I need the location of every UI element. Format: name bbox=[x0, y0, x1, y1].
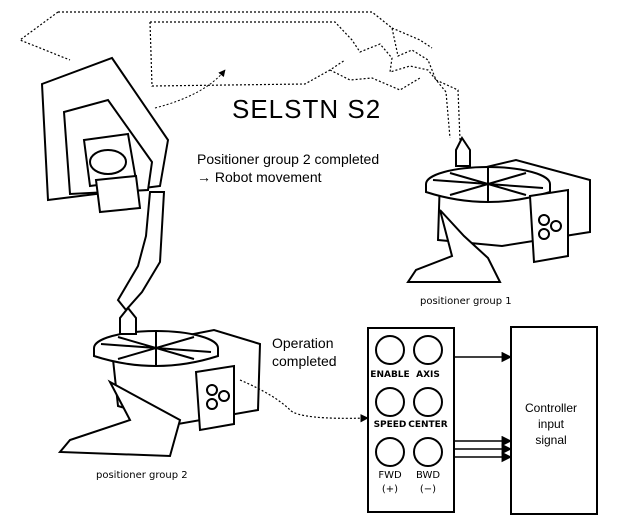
group2-note: Positioner group 2 completed → Robot mov… bbox=[197, 150, 379, 186]
robot-body bbox=[40, 56, 170, 312]
teach-pendant bbox=[367, 327, 455, 513]
enable-button-label: ENABLE bbox=[370, 370, 410, 380]
controller-label-line3: signal bbox=[535, 433, 567, 447]
station-title: SELSTN S2 bbox=[232, 94, 382, 124]
robot-arm-outline bbox=[18, 11, 461, 141]
caption-group-1: positioner group 1 bbox=[420, 296, 512, 307]
signal-link-dotted bbox=[239, 379, 369, 423]
bwd-button-label: BWD bbox=[415, 470, 441, 481]
operation-note-line1: Operation bbox=[272, 335, 334, 351]
positioner-group-2 bbox=[57, 306, 262, 458]
positioner-group-1 bbox=[406, 136, 591, 283]
operation-note-line2: completed bbox=[272, 353, 337, 369]
speed-button-label: SPEED bbox=[373, 420, 407, 430]
group2-note-line2: → Robot movement bbox=[197, 169, 322, 185]
controller-label-line1: Controller bbox=[524, 401, 578, 415]
fwd-sign-label: (+) bbox=[381, 484, 399, 495]
motion-curve bbox=[154, 69, 226, 109]
operation-note: Operation completed bbox=[270, 334, 339, 370]
fwd-button-label: FWD bbox=[378, 470, 402, 481]
controller-label-line2: input bbox=[537, 417, 565, 431]
axis-button-label: AXIS bbox=[416, 370, 440, 380]
group2-note-line1: Positioner group 2 completed bbox=[197, 151, 380, 167]
caption-group-2: positioner group 2 bbox=[96, 470, 188, 481]
controller-label: Controller input signal bbox=[511, 400, 591, 448]
bwd-sign-label: (−) bbox=[419, 484, 437, 495]
center-button-label: CENTER bbox=[408, 420, 448, 430]
signal-arrows bbox=[454, 351, 513, 463]
controller-box bbox=[510, 326, 598, 515]
